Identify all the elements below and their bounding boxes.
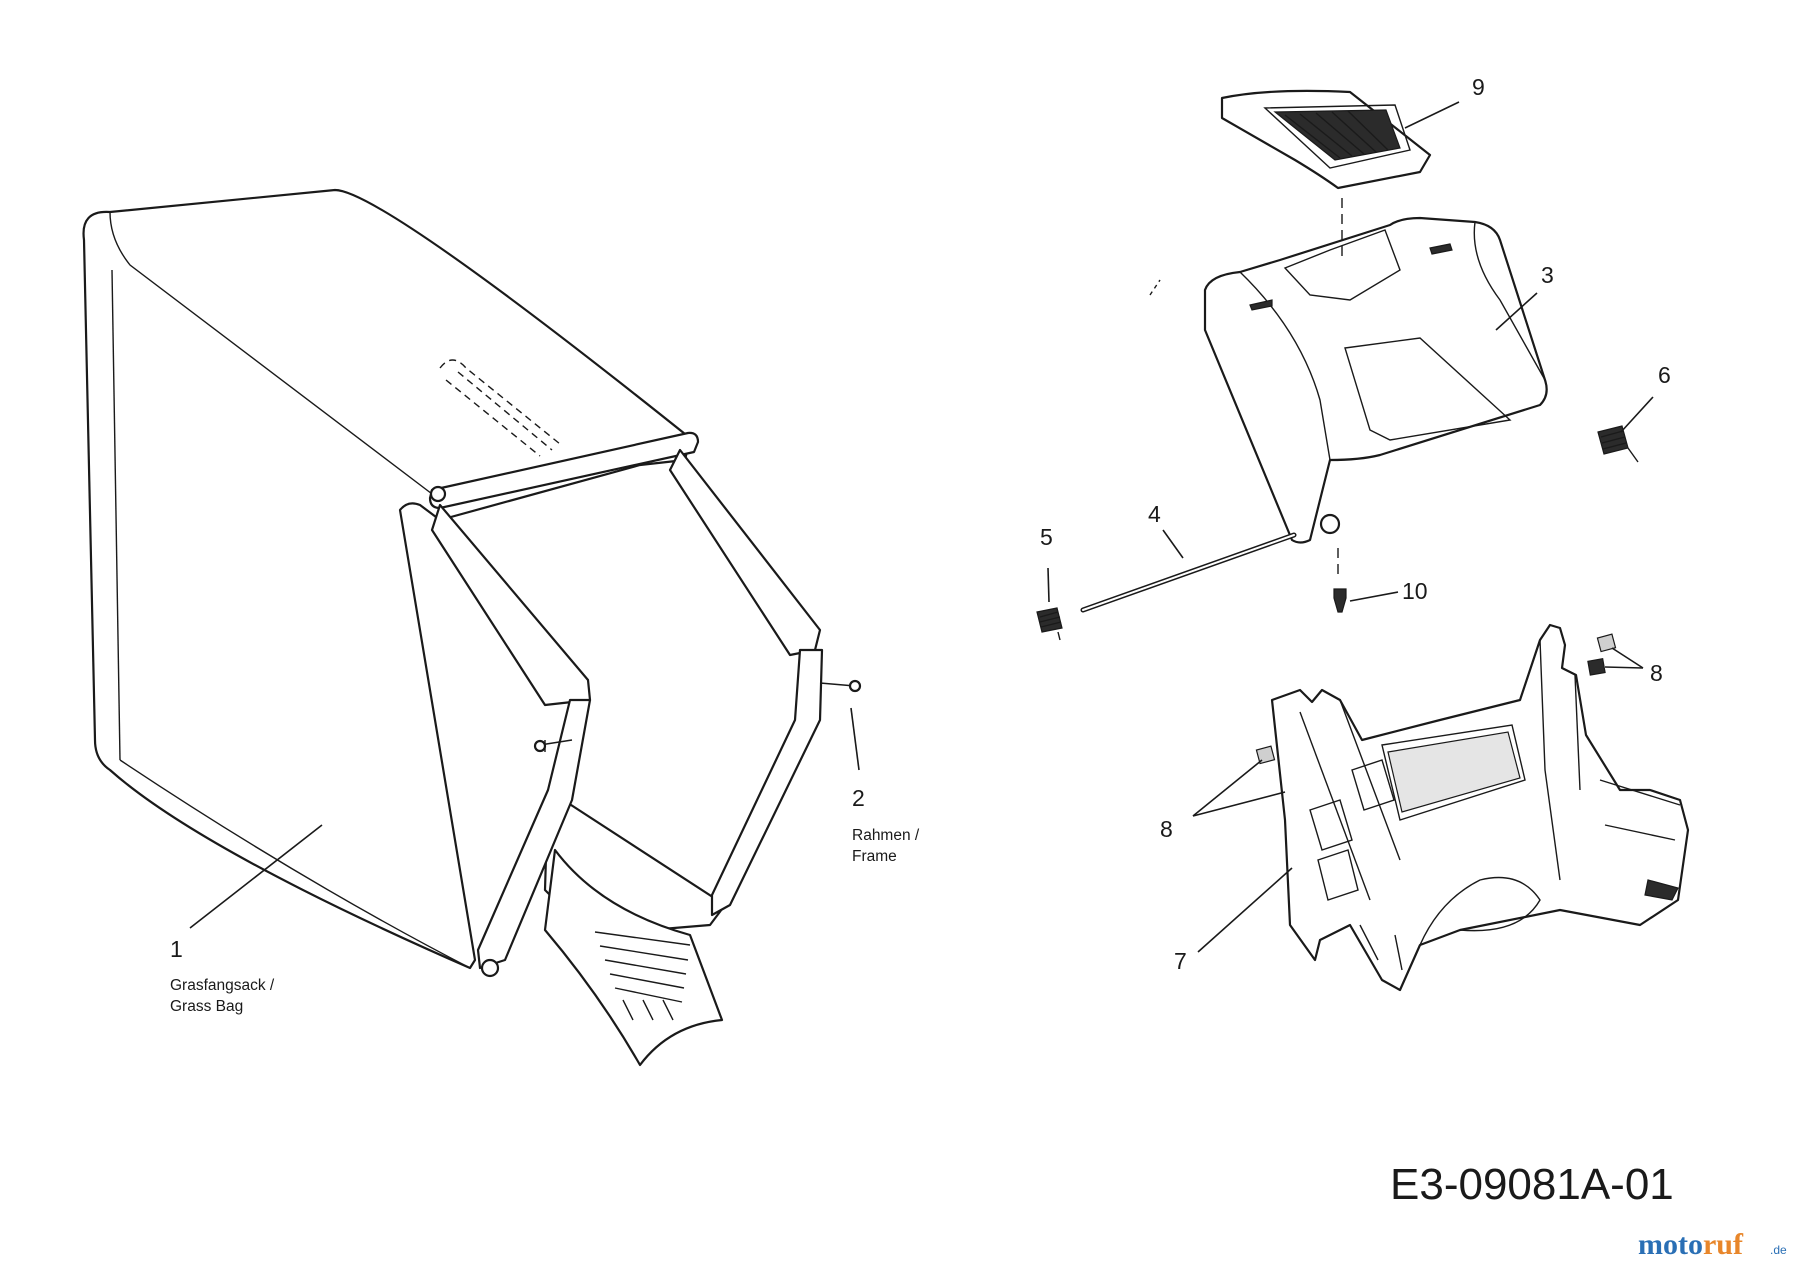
callout-2-caption-line1: Rahmen / — [852, 827, 920, 844]
hinge-rod-part — [1080, 532, 1297, 613]
cover-grille-part — [1220, 89, 1432, 190]
callout-8-right-number: 8 — [1650, 660, 1663, 686]
leader-lines — [189, 101, 1654, 953]
callout-9-number: 9 — [1472, 74, 1485, 100]
callout-4-number: 4 — [1148, 501, 1161, 527]
callout-5-number: 5 — [1040, 524, 1053, 550]
callout-1-caption-line1: Grasfangsack / — [170, 977, 275, 994]
logo-suffix-text: .de — [1770, 1243, 1787, 1257]
right-torsion-spring-part — [1597, 425, 1639, 463]
screw-part — [1333, 588, 1347, 613]
callout-3-number: 3 — [1541, 262, 1554, 288]
callout-2-caption-line2: Frame — [852, 848, 897, 865]
rear-housing-part — [1270, 623, 1690, 992]
callout-7-number: 7 — [1174, 948, 1187, 974]
callout-1-number: 1 — [170, 936, 183, 962]
callout-1-caption-line2: Grass Bag — [170, 998, 243, 1015]
grass-bag-part — [82, 188, 727, 1067]
callout-10-number: 10 — [1402, 578, 1428, 604]
callout-2-number: 2 — [852, 785, 865, 811]
logo-brand-text: motoruf — [1638, 1228, 1744, 1261]
motoruf-logo: motoruf .de — [1638, 1228, 1787, 1261]
bag-frame-part — [428, 431, 862, 978]
left-torsion-spring-part — [1036, 607, 1063, 641]
drawing-code: E3-09081A-01 — [1390, 1160, 1674, 1209]
deflector-flap-part — [1149, 216, 1548, 544]
callout-6-number: 6 — [1658, 362, 1671, 388]
clip-parts — [1255, 633, 1617, 765]
callout-8-left-number: 8 — [1160, 816, 1173, 842]
